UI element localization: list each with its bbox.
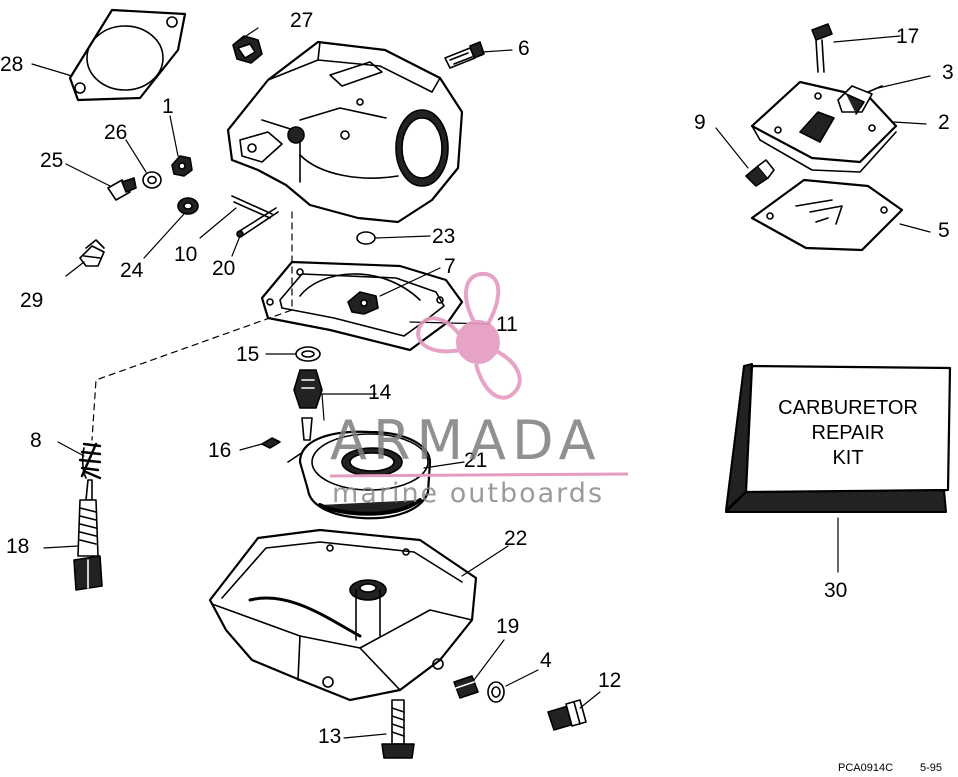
part-6-screw [444,41,485,69]
part-9-valve [745,159,775,187]
part-19-plug [453,675,479,699]
callout-14: 14 [368,381,392,404]
callout-1: 1 [162,95,174,118]
callout-4: 4 [540,649,552,672]
part-28-gasket [68,8,187,102]
part-8-spring [78,442,102,480]
part-23-oring [356,231,376,245]
part-3-fitting [837,85,883,115]
callout-7: 7 [444,255,456,278]
callout-10: 10 [174,243,198,266]
callout-13: 13 [318,725,342,748]
callout-3: 3 [942,61,954,84]
part-12-plug-screw [547,699,587,731]
callout-20: 20 [212,257,236,280]
watermark-propeller-icon [416,271,522,400]
callout-11: 11 [496,313,518,336]
callout-5: 5 [938,219,950,242]
part-27-nut [232,35,263,64]
watermark-subtitle: marine outboards [332,478,605,509]
watermark-divider-line [329,472,629,478]
callout-15: 15 [236,343,260,366]
callout-9: 9 [694,111,706,134]
part-4-washer [487,681,505,703]
part-24-washer [177,197,199,215]
callout-27: 27 [290,9,314,32]
part-16-clip [261,437,281,449]
part-5-diaphragm [750,178,904,252]
callout-26: 26 [104,121,128,144]
callout-28: 28 [0,53,24,76]
alignment-dashed-line [91,211,293,441]
drawing-code: PCA0914C [838,762,894,774]
watermark-title: ARMADA [330,409,602,472]
callout-6: 6 [518,37,530,60]
callout-19: 19 [496,615,520,638]
part-26-washer [142,171,162,189]
part-18-screw [73,479,103,591]
callout-22: 22 [504,527,528,550]
callout-29: 29 [20,289,44,312]
part-1-lockwasher [171,155,193,177]
part-2-cover [750,80,898,173]
callout-8: 8 [30,429,42,452]
part-29-fitting [79,239,105,267]
part-15-washer [295,346,321,362]
callout-12: 12 [598,669,622,692]
repair-kit-box [725,363,952,513]
part-carburetor-body [226,40,464,224]
drawing-date: 5-95 [920,762,943,774]
callout-18: 18 [6,535,30,558]
leader-lines [31,27,931,739]
callout-23: 23 [432,225,456,248]
kit-label-line-2: REPAIR [811,422,885,444]
callout-25: 25 [40,149,64,172]
part-22-float-bowl [208,528,478,702]
part-17-screw [811,23,833,73]
callout-16: 16 [208,439,232,462]
callout-2: 2 [938,111,950,134]
part-7-gasket [260,260,464,352]
part-20-pin [236,207,279,238]
callout-30: 30 [824,579,848,602]
part-13-screw [381,699,415,759]
kit-label-line-1: CARBURETOR [778,397,918,419]
kit-label-line-3: KIT [832,447,864,469]
kit-label: CARBURETOR REPAIR KIT [748,396,948,471]
part-14-needle-seat [293,369,323,441]
callout-17: 17 [896,25,920,48]
callout-24: 24 [120,259,144,282]
part-25-screw [107,177,137,201]
callout-21: 21 [464,449,488,472]
